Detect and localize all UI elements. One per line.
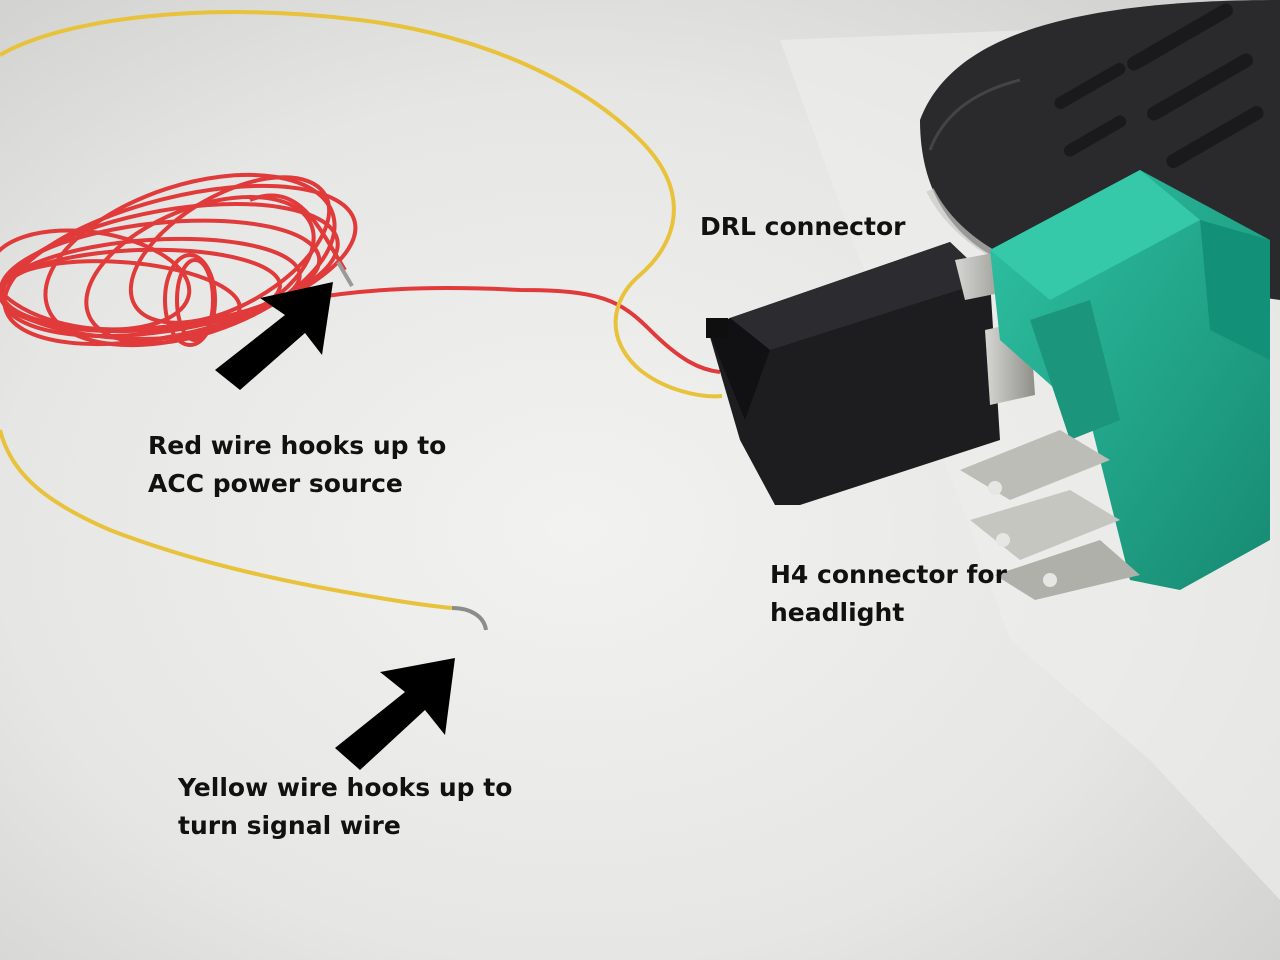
yellow-wire-label: Yellow wire hooks up to turn signal wire	[178, 769, 512, 845]
h4-connector-label-line2: headlight	[770, 598, 905, 627]
red-wire-label-line1: Red wire hooks up to	[148, 431, 447, 460]
yellow-wire	[0, 10, 723, 399]
yellow-wire-label-line2: turn signal wire	[178, 811, 401, 840]
yellow-wire-label-line1: Yellow wire hooks up to	[178, 773, 513, 802]
red-wire-label-line2: ACC power source	[148, 469, 403, 498]
drl-connector-label-text: DRL connector	[700, 212, 906, 241]
red-wire-stripped-end	[336, 260, 354, 288]
yellow-wire-stripped-end	[451, 606, 488, 631]
h4-blade-terminals	[960, 430, 1140, 600]
drl-connector-body	[706, 242, 1000, 505]
red-wire-coil	[0, 172, 358, 348]
h4-connector-body	[990, 170, 1270, 590]
h4-connector-label: H4 connector for headlight	[770, 556, 1007, 632]
drl-connector-label: DRL connector	[700, 208, 905, 246]
arrow-pointing-to-yellow-wire-end	[335, 658, 455, 770]
red-wire-label: Red wire hooks up to ACC power source	[148, 427, 446, 503]
h4-connector-label-line1: H4 connector for	[770, 560, 1007, 589]
yellow-wire-lower	[0, 429, 453, 610]
red-wire	[299, 286, 721, 374]
arrow-pointing-to-red-wire-end	[215, 282, 333, 390]
